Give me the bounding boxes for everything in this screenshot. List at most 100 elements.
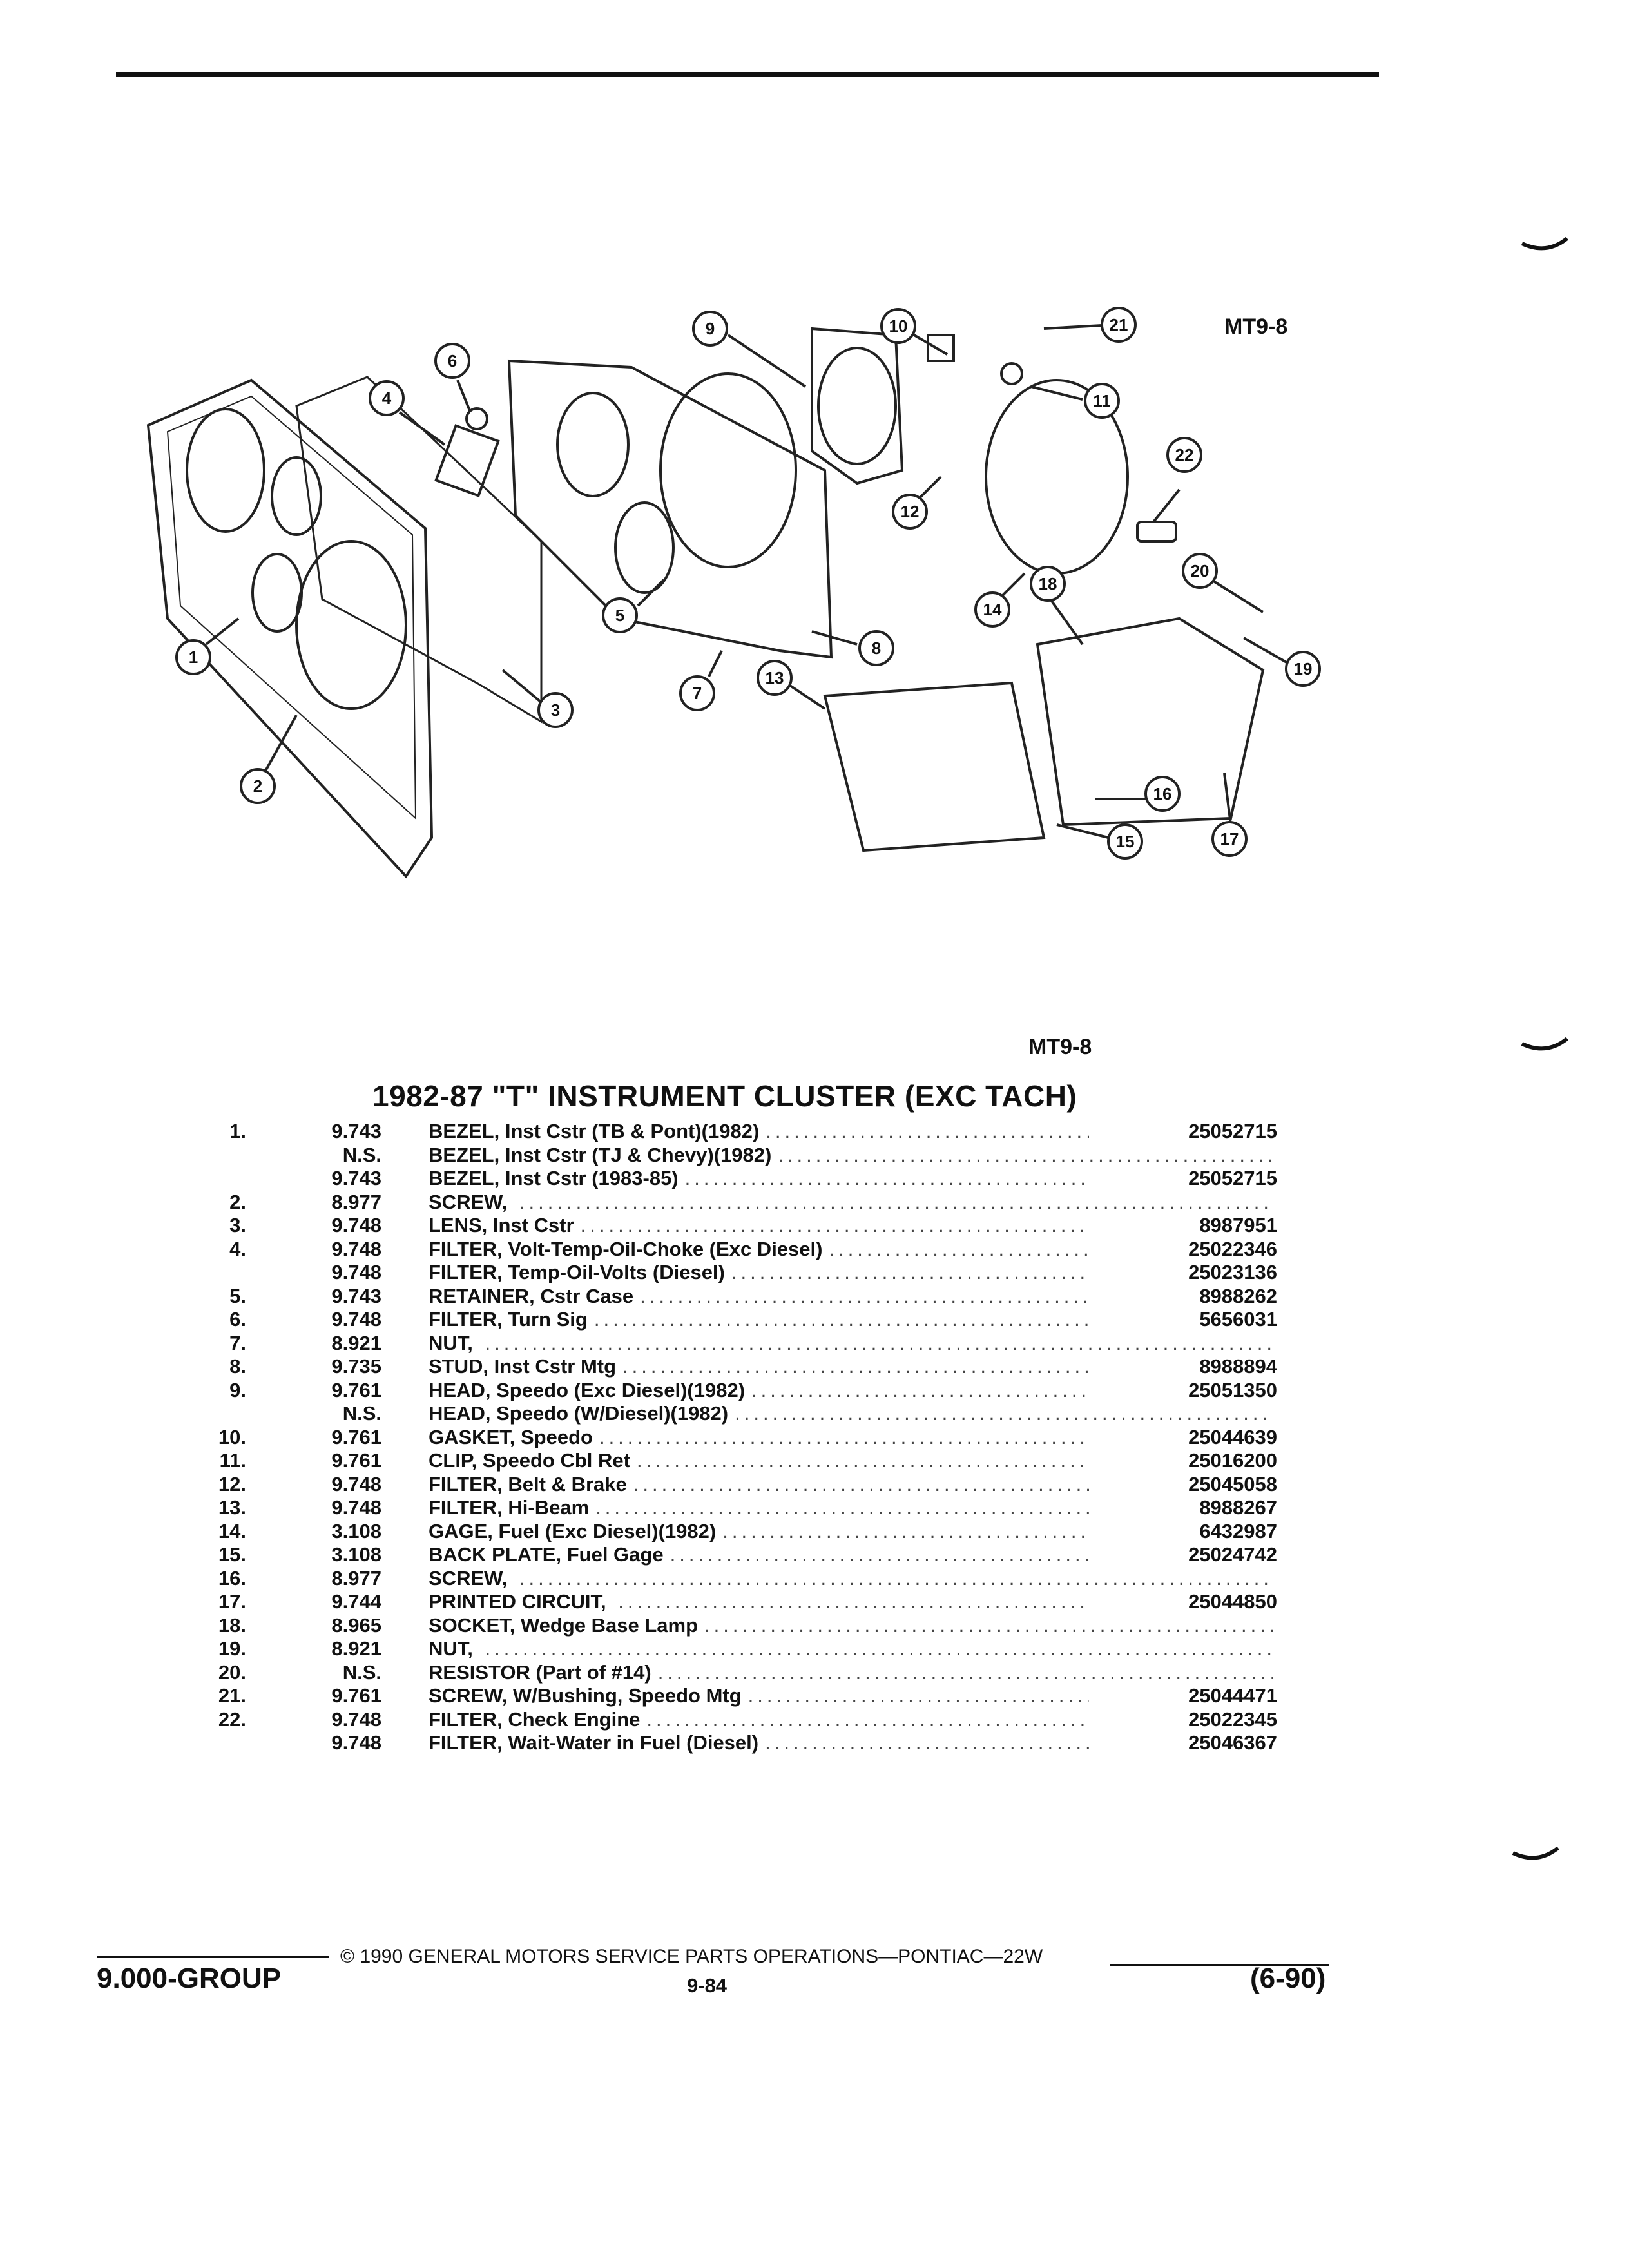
group-number: 9.743 xyxy=(331,1284,381,1307)
part-detail: Speedo xyxy=(520,1425,593,1448)
item-number: 11. xyxy=(219,1449,246,1472)
leader-dots: ........................................… xyxy=(485,1331,1273,1354)
callout-1: 1 xyxy=(189,648,198,667)
part-name: GAGE, xyxy=(429,1519,493,1542)
parts-row: 18. 8.965 SOCKET, Wedge Base Lamp.........… xyxy=(193,1614,1289,1638)
part-name: NUT, xyxy=(429,1637,473,1660)
part-number: 25022345 xyxy=(1089,1707,1277,1731)
part-detail: Turn Sig xyxy=(508,1308,588,1331)
item-number: 13. xyxy=(218,1496,246,1519)
part-description: HEAD, Speedo (W/Diesel)(1982)...........… xyxy=(429,1402,1273,1425)
leader-dots: ........................................… xyxy=(778,1143,1273,1166)
item-number: 4. xyxy=(229,1237,246,1260)
part-detail: Fuel (Exc Diesel)(1982) xyxy=(498,1519,717,1542)
group-number: 3.108 xyxy=(331,1519,381,1542)
leader-dots: ........................................… xyxy=(519,1190,1273,1213)
callout-10: 10 xyxy=(889,316,908,336)
part-description: NUT, ...................................… xyxy=(429,1332,1273,1355)
part-name: FILTER, xyxy=(429,1731,503,1754)
part-name: LENS, xyxy=(429,1214,488,1236)
mt-code-bottom: MT9-8 xyxy=(1028,1035,1092,1059)
callout-17: 17 xyxy=(1220,829,1239,849)
binding-mark xyxy=(1521,1037,1568,1051)
parts-row: N.S.BEZEL, Inst Cstr (TJ & Chevy)(1982).… xyxy=(193,1144,1289,1168)
part-name: FILTER, xyxy=(429,1237,503,1260)
parts-row: 20.N.S.RESISTOR (Part of #14)...........… xyxy=(193,1661,1289,1685)
part-detail: Cstr Case xyxy=(540,1284,634,1307)
item-number: 15. xyxy=(218,1543,246,1566)
part-detail: Speedo Cbl Ret xyxy=(482,1449,630,1472)
callout-7: 7 xyxy=(693,684,702,703)
leader-dots: ........................................… xyxy=(704,1613,1273,1637)
part-detail: (Part of #14) xyxy=(535,1660,651,1684)
part-number: 8988262 xyxy=(1089,1284,1277,1308)
part-name: FILTER, xyxy=(429,1707,503,1731)
item-number: 17. xyxy=(218,1590,246,1613)
mt-code-top: MT9-8 xyxy=(1224,314,1288,339)
item-number: 6. xyxy=(229,1308,246,1331)
item-number: 1. xyxy=(229,1120,246,1142)
part-number: 25022346 xyxy=(1089,1237,1277,1261)
part-description: NUT, ...................................… xyxy=(429,1637,1273,1660)
group-number: 9.748 xyxy=(331,1496,381,1519)
part-name: STUD, xyxy=(429,1355,488,1378)
part-number: 25044471 xyxy=(1089,1684,1277,1707)
part-name: FILTER, xyxy=(429,1496,503,1519)
part-number: 25052715 xyxy=(1089,1167,1277,1190)
callout-15: 15 xyxy=(1116,832,1135,851)
part-number: 25051350 xyxy=(1089,1378,1277,1402)
callout-13: 13 xyxy=(766,668,784,687)
group-number: 9.748 xyxy=(331,1472,381,1495)
item-number: 10. xyxy=(218,1425,246,1448)
part-name: HEAD, xyxy=(429,1378,491,1401)
item-number: 2. xyxy=(229,1190,246,1213)
part-detail: Speedo (W/Diesel)(1982) xyxy=(496,1402,729,1425)
group-number: 8.965 xyxy=(331,1613,381,1637)
item-number: 8. xyxy=(229,1355,246,1378)
callout-21: 21 xyxy=(1110,315,1128,334)
part-name: BEZEL, xyxy=(429,1143,500,1166)
group-number: 9.748 xyxy=(331,1707,381,1731)
item-number: 18. xyxy=(218,1613,246,1637)
leader-dots: ........................................… xyxy=(519,1566,1273,1590)
callout-9: 9 xyxy=(706,319,715,338)
callout-11: 11 xyxy=(1093,391,1111,410)
part-detail: Speedo (Exc Diesel)(1982) xyxy=(496,1378,746,1401)
part-name: FILTER, xyxy=(429,1472,503,1495)
part-description: SOCKET, Wedge Base Lamp.................… xyxy=(429,1614,1273,1637)
part-number: 8988267 xyxy=(1089,1496,1277,1519)
callout-12: 12 xyxy=(901,502,920,521)
part-name: FILTER, xyxy=(429,1308,503,1331)
part-number: 25044639 xyxy=(1089,1425,1277,1449)
printed-circuit-shape xyxy=(1036,617,1265,827)
part-detail: Wait-Water in Fuel (Diesel) xyxy=(508,1731,759,1754)
group-number: 9.761 xyxy=(331,1449,381,1472)
item-number: 7. xyxy=(229,1331,246,1354)
part-detail: Temp-Oil-Volts (Diesel) xyxy=(508,1261,725,1283)
group-number: 8.921 xyxy=(331,1331,381,1354)
part-number: 8987951 xyxy=(1089,1214,1277,1237)
part-name: GASKET, xyxy=(429,1425,516,1448)
item-number: 20. xyxy=(218,1660,246,1684)
part-detail: Inst Cstr Mtg xyxy=(494,1355,617,1378)
part-number: 25016200 xyxy=(1089,1449,1277,1472)
leader-dots: ........................................… xyxy=(735,1402,1273,1425)
part-name: HEAD, xyxy=(429,1402,491,1425)
parts-row: N.S.HEAD, Speedo (W/Diesel)(1982).......… xyxy=(193,1402,1289,1426)
item-number: 16. xyxy=(218,1566,246,1590)
leader-dots: ........................................… xyxy=(657,1660,1273,1684)
